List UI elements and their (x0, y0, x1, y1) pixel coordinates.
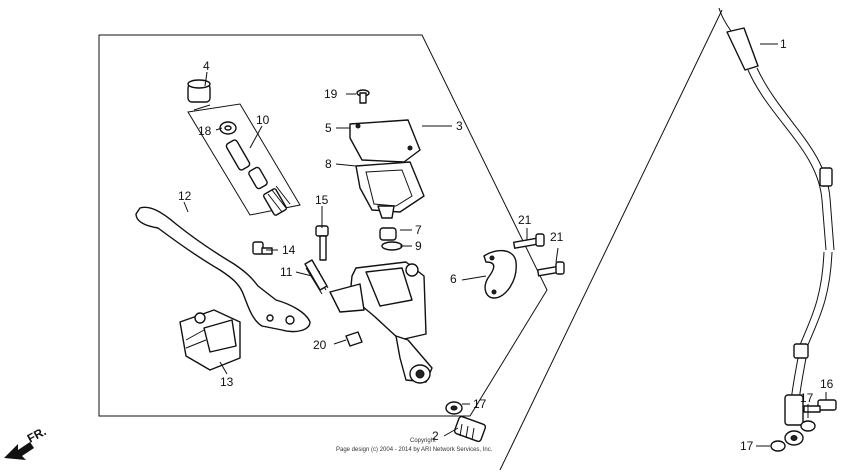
callout-17-right: 17 (800, 391, 814, 405)
part-10-piston-set (187, 103, 301, 216)
copyright-line-2: Page design (c) 2004 - 2014 by ARI Netwo… (336, 447, 493, 453)
part-20-nut (345, 331, 363, 347)
callout-11: 11 (280, 265, 293, 279)
part-4-boot (187, 79, 211, 103)
callout-19: 19 (324, 87, 338, 101)
callout-3: 3 (456, 119, 463, 133)
callout-21-upper: 21 (518, 213, 532, 227)
part-5-reservoir-cap (349, 119, 421, 163)
arrow-icon (4, 442, 34, 460)
callout-17-bottom: 17 (740, 439, 754, 453)
part-6-holder (483, 249, 517, 299)
callout-4: 4 (203, 59, 210, 73)
part-17-washer-right (800, 420, 816, 432)
callout-5: 5 (325, 121, 332, 135)
part-15-pivot-bolt (315, 225, 329, 261)
part-21-bolt-upper (512, 233, 545, 249)
part-21-bolt-lower (536, 261, 565, 277)
callout-17-upper: 17 (473, 397, 487, 411)
callout-6: 6 (450, 272, 457, 286)
part-18-circlip (219, 121, 237, 135)
callout-18: 18 (198, 124, 212, 138)
callout-21-lower: 21 (550, 230, 564, 244)
callout-8: 8 (325, 157, 332, 171)
callout-1: 1 (780, 37, 787, 51)
callout-15: 15 (315, 193, 329, 207)
front-direction-label: FR. (25, 424, 49, 445)
part-16-bolt (803, 399, 837, 413)
part-19-screw (356, 89, 370, 104)
part-9-o-ring (381, 241, 403, 251)
part-12-lever (135, 206, 311, 333)
part-11-spring (304, 259, 329, 295)
callout-2: 2 (432, 429, 439, 443)
part-14-screw (252, 241, 273, 255)
part-2-adjuster (453, 415, 487, 443)
callout-9: 9 (415, 239, 422, 253)
front-direction-arrow: FR. (4, 424, 48, 460)
assembly-boundary (98, 34, 548, 417)
part-17-washer-upper (445, 401, 463, 415)
callout-16: 16 (820, 377, 834, 391)
callout-14: 14 (282, 243, 296, 257)
callout-12: 12 (178, 189, 192, 203)
part-8-diaphragm (355, 161, 425, 219)
master-cylinder (329, 261, 433, 384)
leader-lines (183, 43, 827, 447)
callout-20: 20 (313, 338, 327, 352)
part-17-washer-bottom (770, 440, 786, 452)
part-7-cap (379, 227, 397, 241)
callout-13: 13 (220, 375, 234, 389)
clutch-cable (499, 7, 835, 471)
callout-7: 7 (415, 223, 422, 237)
part-13-switch (179, 309, 241, 371)
callout-10: 10 (256, 113, 270, 127)
copyright-line-1: Copyright (410, 438, 436, 444)
